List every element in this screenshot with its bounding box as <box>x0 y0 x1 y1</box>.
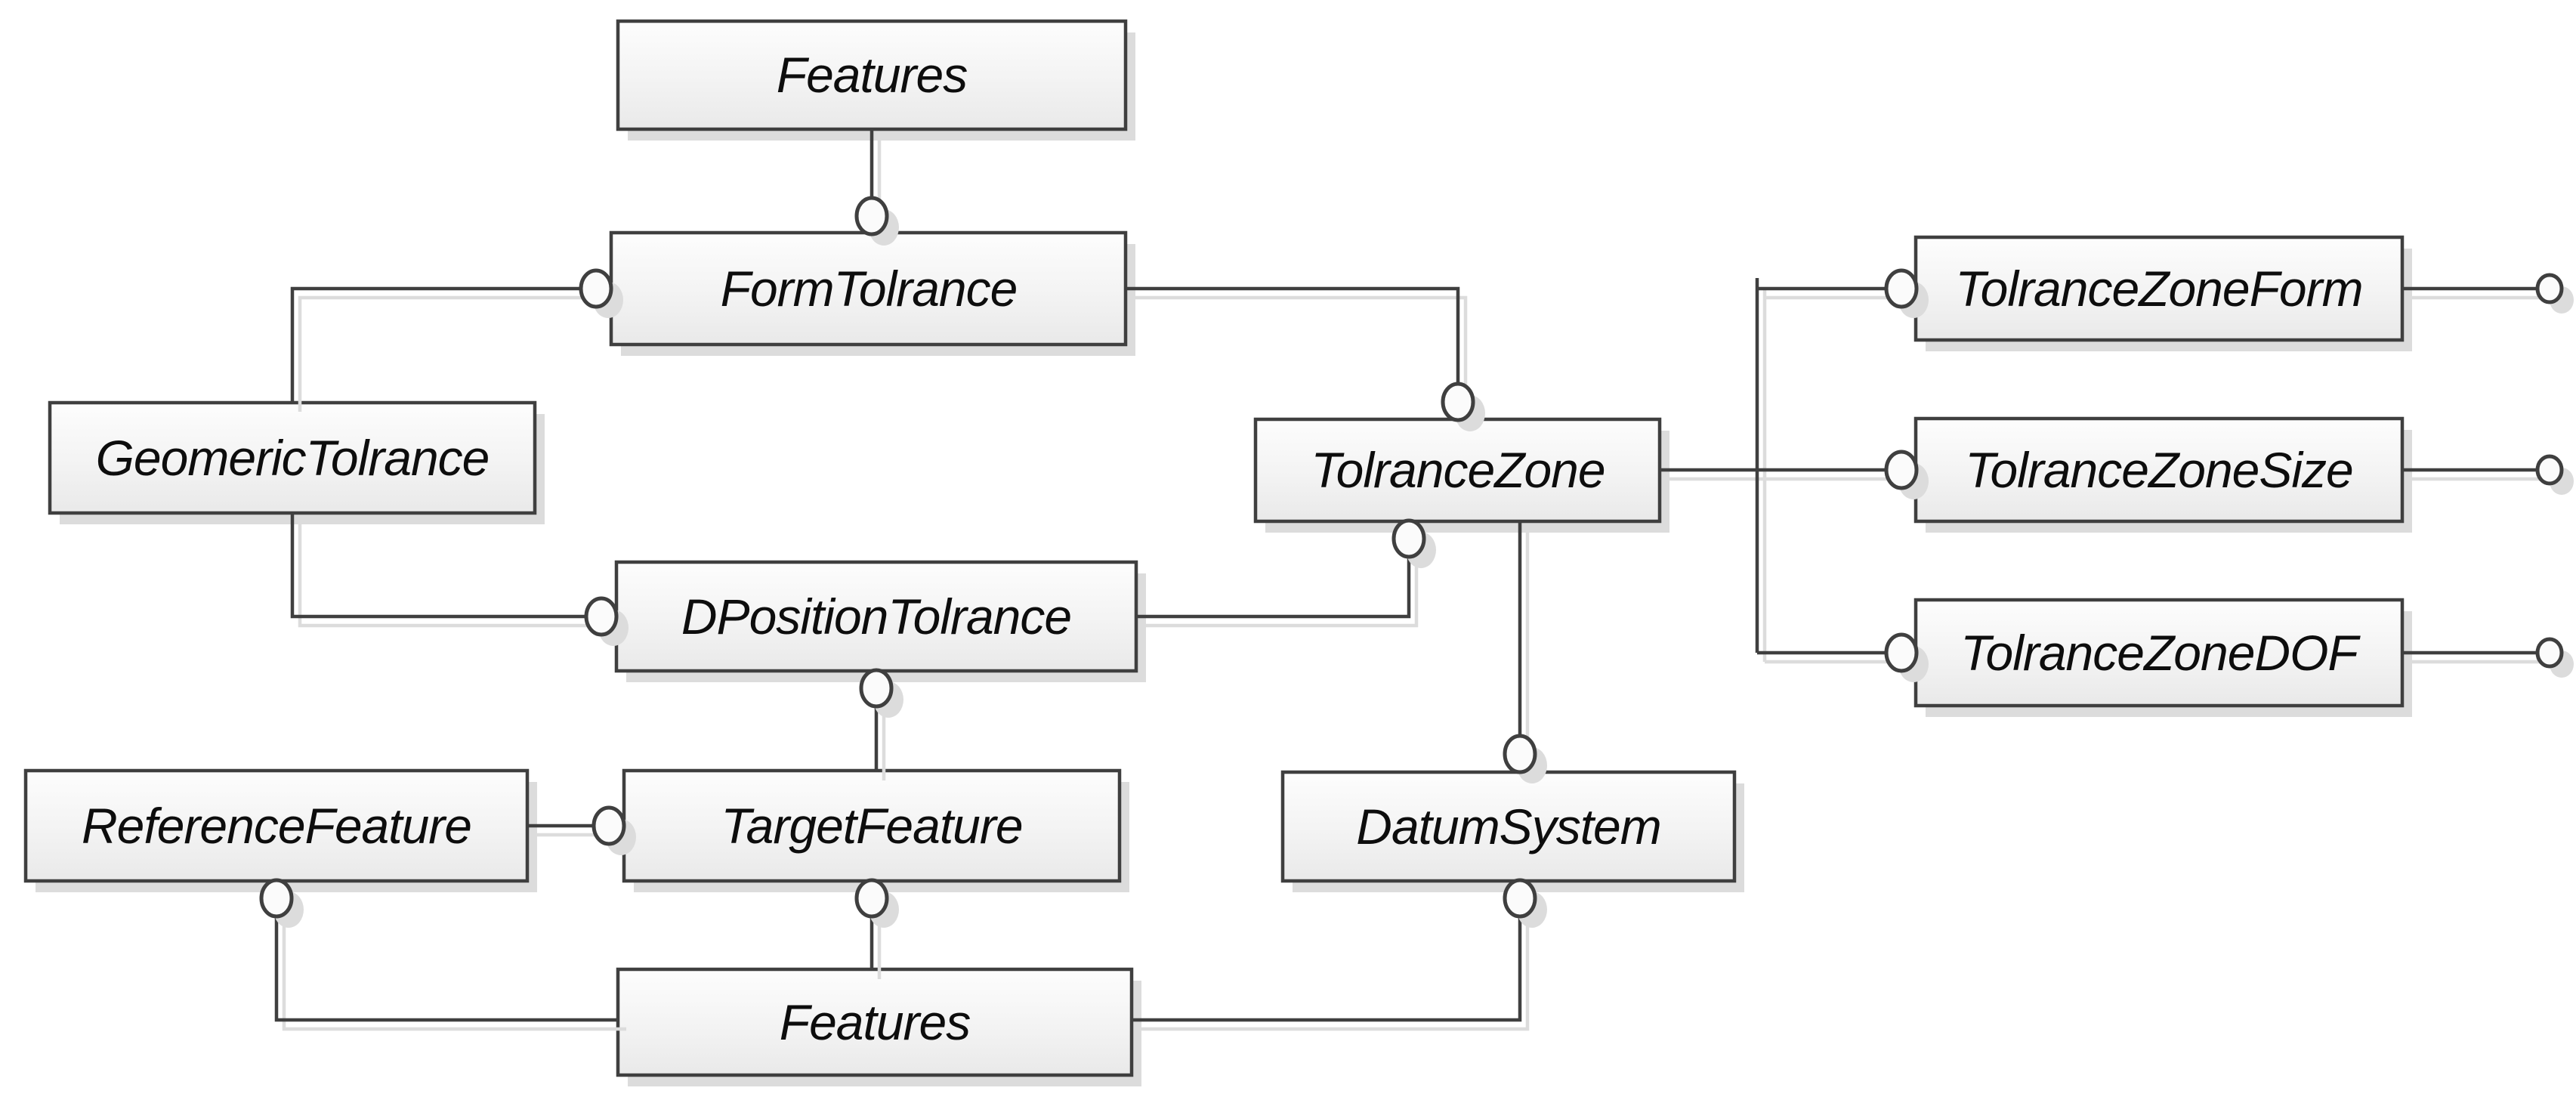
node-box-features-top <box>616 19 1128 131</box>
node-label-features-top: Features <box>777 47 967 103</box>
node-box-reference-feature <box>23 768 530 883</box>
label-layer: Features FormTolrance GeomericTolrance T… <box>82 47 2364 1050</box>
node-label-datum-system: DatumSystem <box>1356 799 1660 854</box>
node-label-features-bottom: Features <box>780 994 970 1050</box>
node-label-geomeric-tolrance: GeomericTolrance <box>96 430 490 486</box>
node-box-datum-system <box>1280 770 1737 883</box>
box-layer <box>23 19 2405 1077</box>
node-box-tolrance-zone <box>1253 417 1662 524</box>
node-label-tolrance-zone-dof: TolranceZoneDOF <box>1960 625 2361 681</box>
node-box-tolrance-zone-size <box>1913 416 2405 524</box>
node-box-features-bottom <box>616 967 1134 1077</box>
node-label-target-feature: TargetFeature <box>721 798 1022 854</box>
node-label-reference-feature: ReferenceFeature <box>82 798 471 854</box>
node-box-form-tolrance <box>609 230 1128 347</box>
node-box-target-feature <box>622 768 1122 883</box>
node-label-tolrance-zone-size: TolranceZoneSize <box>1965 442 2353 498</box>
node-label-tolrance-zone-form: TolranceZoneForm <box>1955 261 2362 317</box>
box-shadow-layer <box>36 32 2412 1086</box>
node-label-form-tolrance: FormTolrance <box>721 261 1018 317</box>
node-label-dposition-tolrance: DPositionTolrance <box>681 589 1071 644</box>
node-box-geomeric-tolrance <box>48 400 537 515</box>
node-label-tolrance-zone: TolranceZone <box>1311 442 1605 498</box>
node-box-tolrance-zone-form <box>1913 235 2405 342</box>
node-box-tolrance-zone-dof <box>1913 598 2405 708</box>
